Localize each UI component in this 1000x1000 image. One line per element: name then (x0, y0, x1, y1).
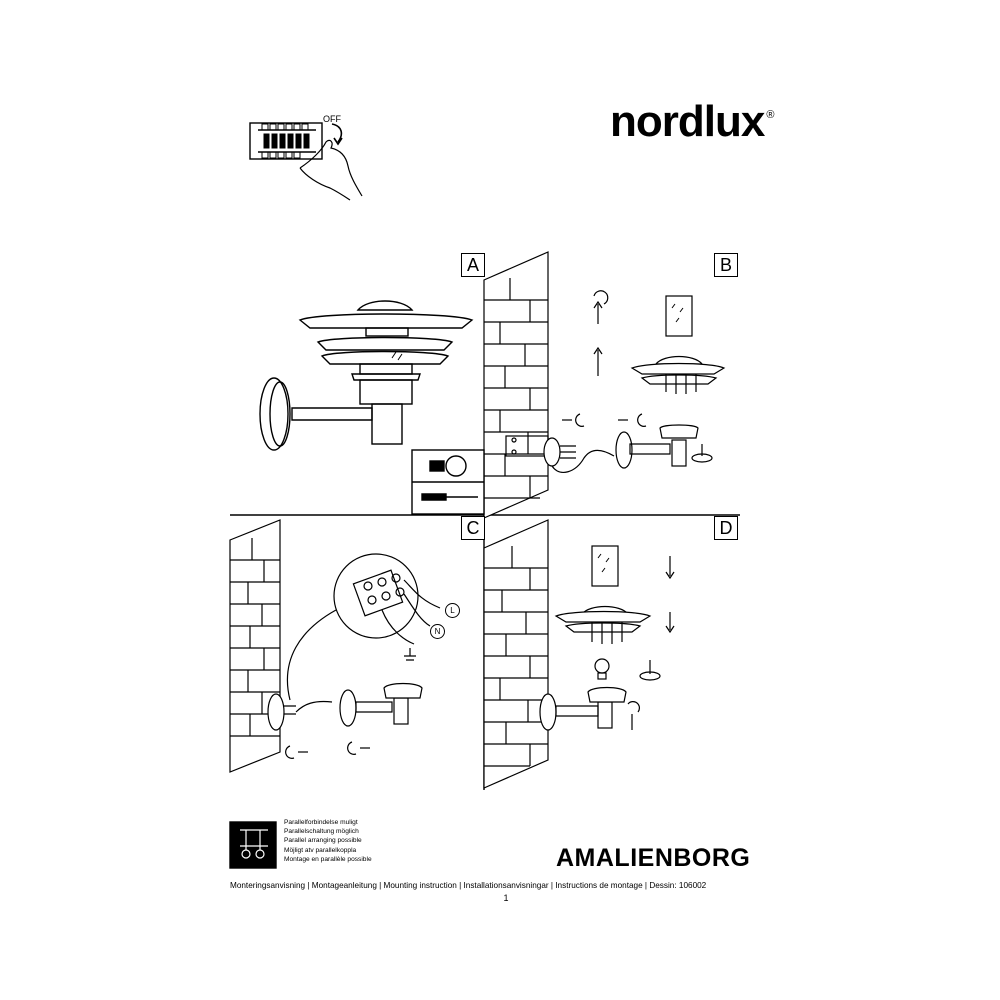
bulb-icon-d (594, 658, 610, 674)
live-wire-label: L (445, 603, 460, 618)
panel-label-c: C (461, 516, 485, 540)
requirements-box (411, 449, 485, 515)
parallel-connection-icon (229, 821, 277, 869)
hand-icon (299, 139, 363, 201)
wiring-detail-c (286, 553, 441, 701)
lamp-bracket-c (267, 682, 423, 759)
screwdriver-icon (421, 493, 447, 501)
brand-logo: nordlux® (610, 97, 774, 146)
parallel-line-de: Parallelschaltung möglich (284, 828, 359, 836)
lamp-exploded-d (539, 545, 675, 731)
lamp-assembled-a (259, 300, 474, 451)
page-number: 1 (503, 893, 509, 903)
panel-label-b: B (714, 253, 738, 277)
power-off-label: OFF (323, 114, 341, 124)
ground-icon (404, 648, 416, 661)
panel-label-a: A (461, 253, 485, 277)
panel-label-d: D (714, 516, 738, 540)
parallel-info-list: Parallelforbindelse muligt Parallelschal… (284, 818, 372, 864)
product-title: AMALIENBORG (556, 844, 751, 872)
brand-name: nordlux (610, 97, 765, 146)
registered-mark: ® (766, 109, 774, 121)
clip-icon (593, 290, 609, 305)
parallel-line-da: Parallelforbindelse muligt (284, 819, 358, 826)
off-arrow-icon (331, 123, 343, 143)
parallel-line-fr: Montage en parallèle possible (284, 855, 372, 863)
brick-wall-top (483, 251, 549, 519)
bulb-icon (445, 455, 467, 477)
brick-wall-d (483, 519, 549, 789)
brick-wall-c (229, 519, 281, 773)
fuse-box-icon (249, 122, 323, 160)
parallel-line-en: Parallel arranging possible (284, 837, 362, 845)
neutral-wire-label: N (430, 624, 445, 639)
footer-instructions: Monteringsanvisning | Montageanleitung |… (230, 881, 707, 890)
lamp-exploded-b (505, 290, 726, 474)
parallel-line-sv: Möjligt atv parallelkoppla (284, 846, 357, 854)
